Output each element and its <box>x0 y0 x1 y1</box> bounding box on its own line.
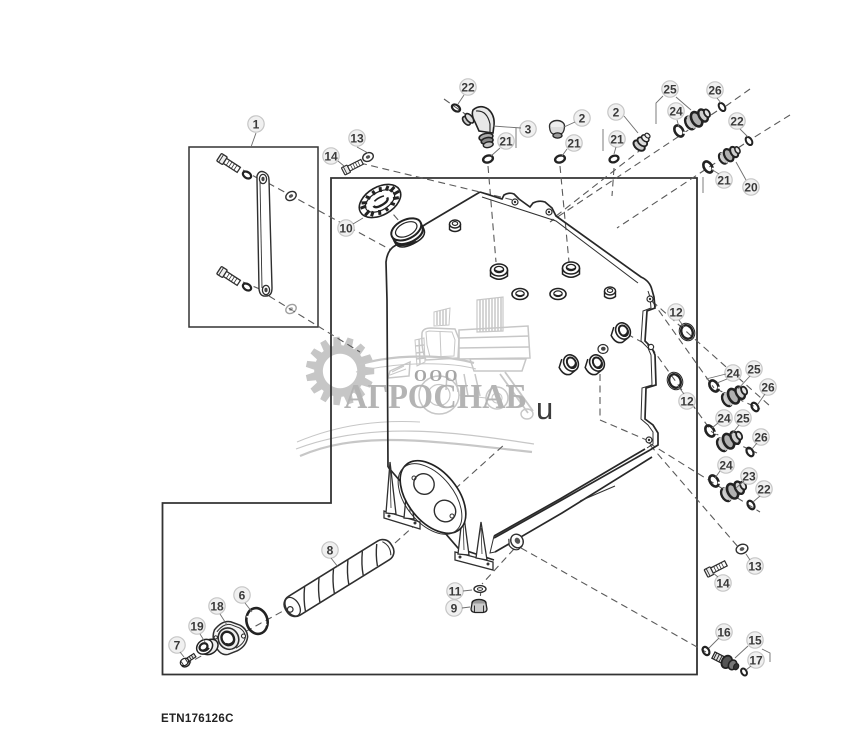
svg-text:22: 22 <box>757 482 771 496</box>
svg-text:18: 18 <box>210 599 224 613</box>
svg-text:2: 2 <box>613 105 620 119</box>
svg-text:12: 12 <box>680 394 694 408</box>
svg-text:22: 22 <box>730 114 744 128</box>
svg-text:ETN176126C: ETN176126C <box>161 713 234 725</box>
svg-text:7: 7 <box>174 638 181 652</box>
svg-text:13: 13 <box>350 131 364 145</box>
svg-text:3: 3 <box>525 122 532 136</box>
svg-text:9: 9 <box>451 601 458 615</box>
svg-text:24: 24 <box>726 366 740 380</box>
svg-text:21: 21 <box>499 134 513 148</box>
svg-text:2: 2 <box>579 111 586 125</box>
svg-text:21: 21 <box>610 132 624 146</box>
svg-text:16: 16 <box>717 625 731 639</box>
svg-text:12: 12 <box>669 305 683 319</box>
svg-text:19: 19 <box>190 619 204 633</box>
svg-text:22: 22 <box>461 80 475 94</box>
svg-text:14: 14 <box>716 576 730 590</box>
svg-text:26: 26 <box>754 430 768 444</box>
svg-text:ООО: ООО <box>414 366 460 385</box>
svg-text:25: 25 <box>736 411 750 425</box>
svg-text:26: 26 <box>708 83 722 97</box>
svg-text:1: 1 <box>253 117 260 131</box>
svg-text:21: 21 <box>717 173 731 187</box>
svg-text:13: 13 <box>748 559 762 573</box>
svg-text:6: 6 <box>239 588 246 602</box>
svg-text:11: 11 <box>449 584 462 598</box>
svg-text:26: 26 <box>761 380 775 394</box>
svg-text:8: 8 <box>327 543 334 557</box>
svg-text:15: 15 <box>748 633 762 647</box>
svg-text:u: u <box>536 391 553 426</box>
svg-text:14: 14 <box>324 149 338 163</box>
svg-text:25: 25 <box>663 82 677 96</box>
svg-text:10: 10 <box>339 221 353 235</box>
svg-text:24: 24 <box>717 411 731 425</box>
svg-text:21: 21 <box>567 136 581 150</box>
svg-text:20: 20 <box>744 180 758 194</box>
svg-text:24: 24 <box>669 104 683 118</box>
svg-text:17: 17 <box>749 653 763 667</box>
svg-text:АГРОСНАБ: АГРОСНАБ <box>344 377 527 416</box>
svg-text:25: 25 <box>747 362 761 376</box>
svg-text:23: 23 <box>742 469 756 483</box>
svg-text:24: 24 <box>719 458 733 472</box>
